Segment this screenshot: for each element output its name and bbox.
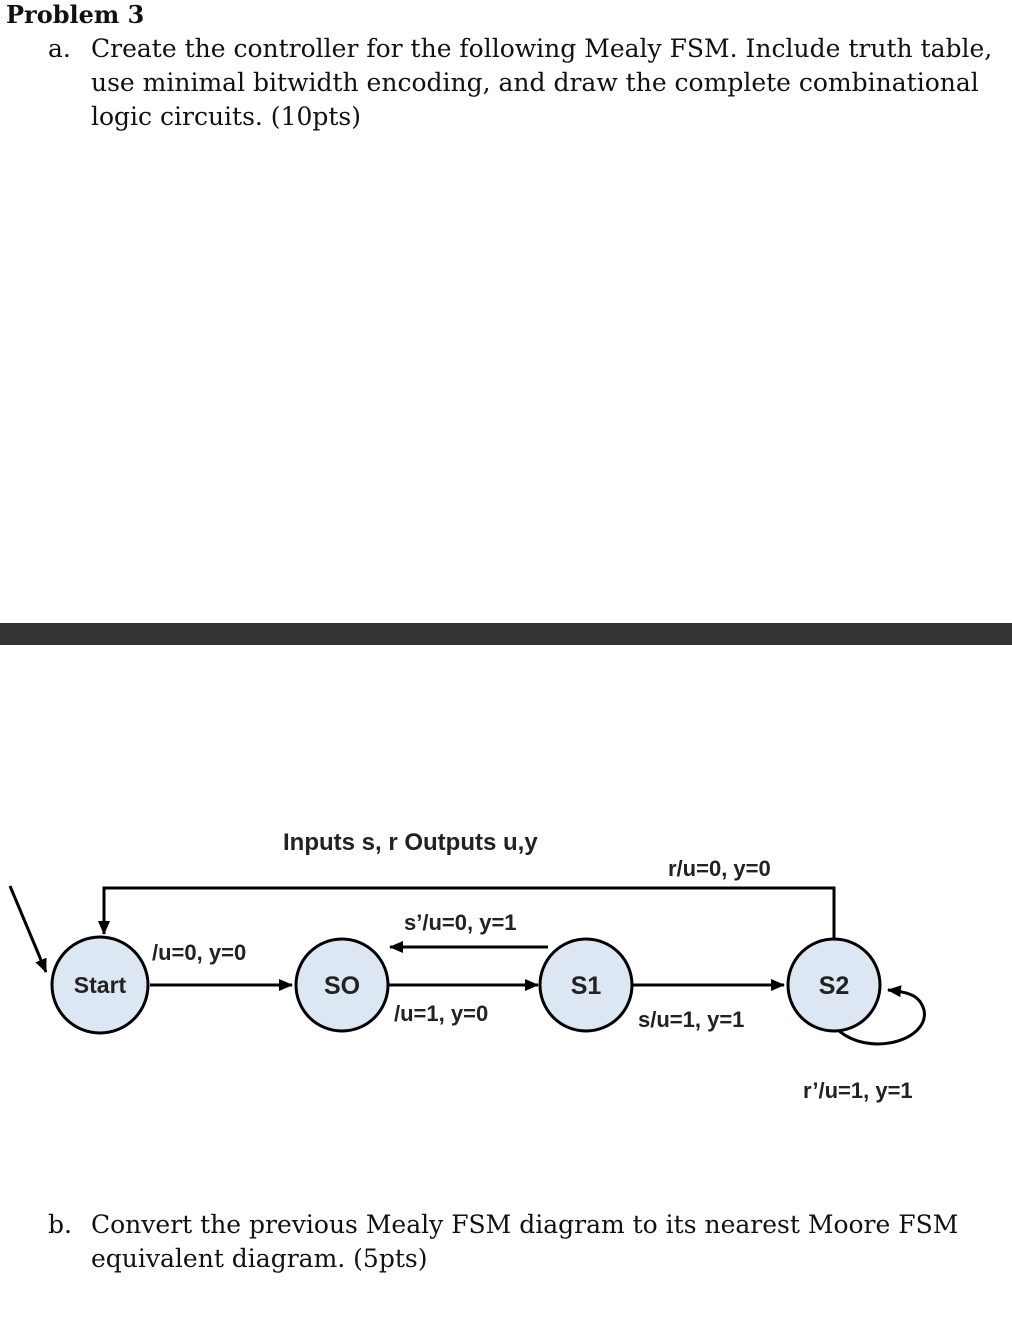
label-start-to-s0: /u=0, y=0 (152, 940, 246, 965)
mealy-fsm-diagram: Inputs s, r Outputs u,y r/u=0, y=0 /u=0,… (8, 829, 926, 1103)
io-label: Inputs s, r Outputs u,y (283, 829, 538, 856)
state-s2-label: S2 (819, 972, 850, 1000)
problem-title: Problem 3 (6, 0, 145, 29)
state-s1: S1 (538, 937, 634, 1033)
state-start-label: Start (74, 972, 127, 998)
question-part-b: b. Convert the previous Mealy FSM diagra… (48, 1208, 998, 1276)
label-s1-to-s0: s’/u=0, y=1 (404, 910, 517, 935)
label-s2-to-start: r/u=0, y=0 (668, 856, 771, 881)
part-b-text: Convert the previous Mealy FSM diagram t… (91, 1210, 959, 1273)
initial-arrow (8, 885, 48, 973)
state-s0-label: SO (324, 972, 360, 1000)
edge-s2-to-start (98, 886, 836, 950)
label-s1-to-s2: s/u=1, y=1 (638, 1007, 744, 1032)
state-start: Start (50, 935, 150, 1035)
part-b-marker: b. (48, 1210, 72, 1239)
section-divider (0, 623, 1012, 645)
label-s2-self-loop: r’/u=1, y=1 (803, 1078, 913, 1103)
state-s2: S2 (786, 937, 882, 1033)
label-s0-to-s1: /u=1, y=0 (394, 1001, 488, 1026)
part-a-marker: a. (48, 34, 71, 63)
question-part-a: a. Create the controller for the followi… (48, 32, 998, 134)
state-s0: SO (294, 937, 390, 1033)
state-s1-label: S1 (571, 972, 602, 1000)
part-a-text: Create the controller for the following … (91, 34, 993, 131)
edge-s2-self-loop (837, 985, 926, 1046)
